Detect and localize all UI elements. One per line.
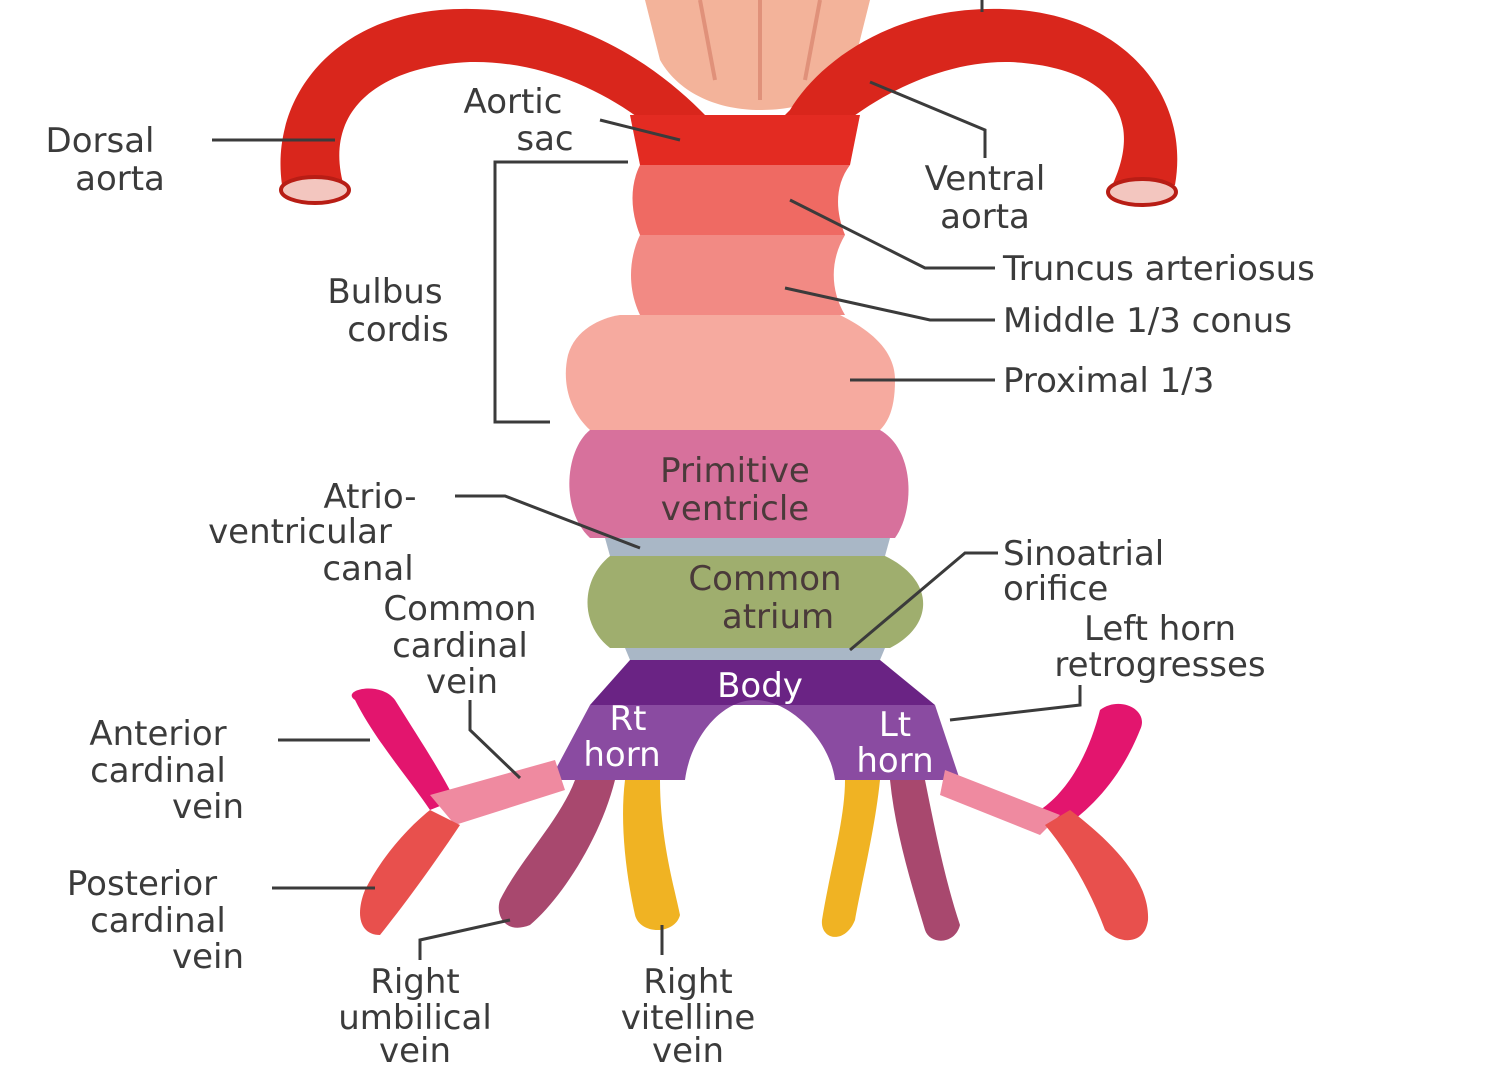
- vitelline-right: [822, 780, 880, 937]
- label-aortic-sac-2: sac: [516, 119, 573, 159]
- leader-right-umbilical: [420, 920, 510, 960]
- anterior-cardinal-right: [1040, 704, 1142, 830]
- label-aortic-sac-1: Aortic: [464, 82, 563, 122]
- label-common-cardinal-3: vein: [426, 662, 498, 702]
- label-sinoatrial-1: Sinoatrial: [1003, 534, 1164, 574]
- label-left-horn-1: Left horn: [1084, 609, 1236, 649]
- label-proximal: Proximal 1/3: [1003, 361, 1214, 401]
- middle-conus: [631, 235, 845, 315]
- label-common-cardinal-1: Common: [383, 589, 536, 629]
- truncus-arteriosus: [633, 165, 851, 235]
- label-common-cardinal-2: cardinal: [392, 626, 528, 666]
- label-anterior-cardinal-3: vein: [172, 787, 244, 827]
- label-rt-horn-1: Rt: [610, 699, 647, 739]
- label-av-canal-1: Atrio-: [323, 477, 416, 517]
- proximal-bulbus: [566, 315, 895, 430]
- umbilical-right: [890, 780, 960, 941]
- label-av-canal-2: ventricular: [208, 512, 392, 552]
- label-anterior-cardinal-2: cardinal: [90, 751, 226, 791]
- label-bulbus-cordis-1: Bulbus: [327, 272, 442, 312]
- av-canal: [605, 538, 890, 556]
- label-bulbus-cordis-2: cordis: [347, 310, 449, 350]
- label-dorsal-aorta-2: aorta: [75, 159, 165, 199]
- label-primitive-ventricle-2: ventricle: [661, 489, 809, 529]
- dorsal-aorta-left-opening: [281, 177, 349, 203]
- label-av-canal-3: canal: [322, 549, 413, 589]
- label-truncus: Truncus arteriosus: [1002, 249, 1315, 289]
- leader-left-horn: [950, 685, 1080, 720]
- posterior-cardinal-left: [360, 810, 460, 935]
- label-dorsal-aorta-1: Dorsal: [46, 121, 155, 161]
- label-posterior-cardinal-1: Posterior: [67, 864, 217, 904]
- common-cardinal-right: [940, 770, 1060, 835]
- vitelline-left: [623, 780, 680, 930]
- label-left-horn-2: retrogresses: [1054, 645, 1265, 685]
- label-sinoatrial-2: orifice: [1003, 569, 1108, 609]
- ventral-aorta-right-opening: [1108, 179, 1176, 205]
- label-anterior-cardinal-1: Anterior: [89, 714, 226, 754]
- sinoatrial-strip: [625, 648, 885, 660]
- label-lt-horn-1: Lt: [879, 705, 911, 745]
- label-right-umbilical-1: Right: [370, 962, 460, 1002]
- label-primitive-ventricle-1: Primitive: [660, 451, 810, 491]
- leader-common-cardinal: [470, 700, 520, 778]
- label-right-umbilical-3: vein: [379, 1031, 451, 1067]
- label-ventral-aorta-1: Ventral: [925, 159, 1046, 199]
- common-cardinal-left: [430, 760, 565, 825]
- label-ventral-aorta-2: aorta: [940, 197, 1030, 237]
- label-rt-horn-2: horn: [583, 735, 660, 775]
- anterior-cardinal-left: [352, 688, 455, 810]
- label-common-atrium-2: atrium: [722, 597, 834, 637]
- label-common-atrium-1: Common: [688, 559, 841, 599]
- label-posterior-cardinal-2: cardinal: [90, 901, 226, 941]
- label-posterior-cardinal-3: vein: [172, 937, 244, 977]
- aortic-sac: [630, 115, 860, 165]
- label-middle-conus: Middle 1/3 conus: [1003, 301, 1292, 341]
- label-right-vitelline-1: Right: [643, 962, 733, 1002]
- posterior-cardinal-right: [1045, 810, 1148, 940]
- label-lt-horn-2: horn: [856, 741, 933, 781]
- label-body: Body: [717, 666, 803, 706]
- label-right-vitelline-3: vein: [652, 1031, 724, 1067]
